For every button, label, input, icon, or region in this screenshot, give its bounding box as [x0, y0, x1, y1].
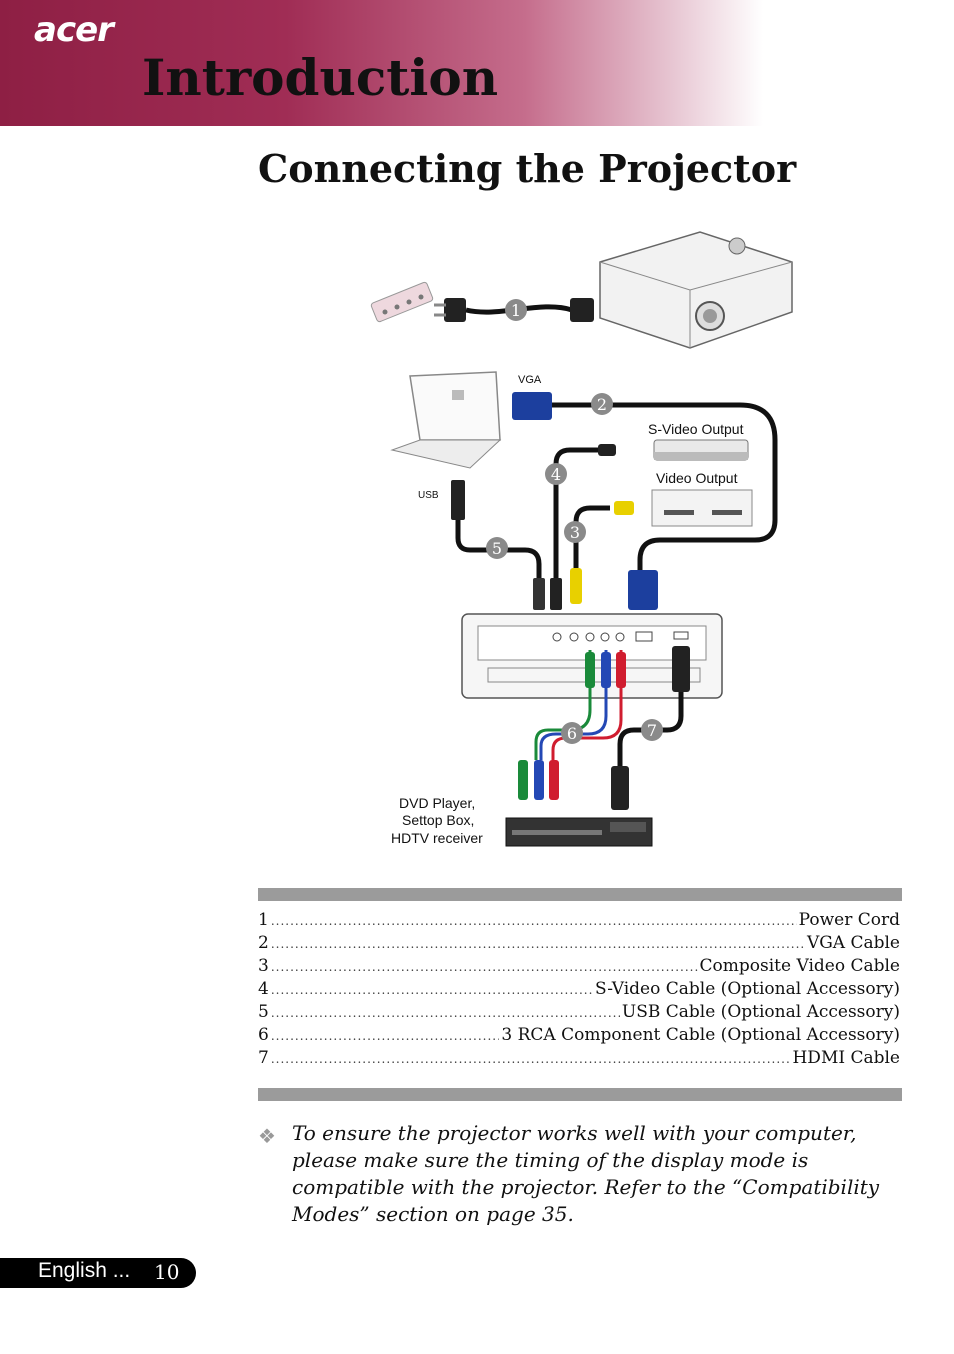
callout-7-label: 7 [647, 721, 657, 740]
power-strip-icon [370, 281, 434, 323]
dvd-player-icon [505, 817, 653, 847]
vga-label: VGA [518, 374, 542, 386]
legend-item: 63 RCA Component Cable (Optional Accesso… [258, 1025, 900, 1048]
legend-item: 3Composite Video Cable [258, 956, 900, 979]
vga-connector-icon [512, 392, 552, 420]
dvd-label-line1: DVD Player, [399, 795, 476, 811]
laptop-icon [390, 371, 502, 469]
callout-4-icon [545, 463, 567, 485]
svideo-device-icon [653, 439, 749, 461]
legend-item: 7HDMI Cable [258, 1048, 900, 1071]
usb-label: USB [418, 490, 439, 501]
callout-3-icon [564, 521, 586, 543]
projector-icon [599, 231, 793, 349]
callout-4-label: 4 [551, 465, 561, 484]
svideo-output-label: S-Video Output [648, 421, 744, 437]
legend-item: 5USB Cable (Optional Accessory) [258, 1002, 900, 1025]
page-title: Connecting the Projector [258, 146, 797, 191]
footer-bar [0, 1258, 196, 1288]
dvd-label-line2: Settop Box, [402, 812, 475, 828]
diamond-bullet-icon: ❖ [258, 1124, 276, 1148]
video-device-icon [651, 489, 753, 527]
page-number: 10 [154, 1260, 180, 1284]
callout-6-label: 6 [567, 724, 577, 743]
footer-language: English ... [38, 1259, 131, 1282]
callout-6-icon [561, 722, 583, 744]
note-text: To ensure the projector works well with … [292, 1121, 880, 1226]
legend-item: 2VGA Cable [258, 933, 900, 956]
dvd-label-line3: HDTV receiver [391, 830, 483, 846]
callout-2-label: 2 [597, 395, 607, 414]
video-output-label: Video Output [656, 470, 738, 486]
callout-7-icon [641, 719, 663, 741]
cable-legend: 1Power Cord 2VGA Cable 3Composite Video … [258, 910, 900, 1071]
legend-item: 4S-Video Cable (Optional Accessory) [258, 979, 900, 1002]
chapter-title: Introduction [142, 48, 499, 107]
callout-1-label: 1 [511, 301, 521, 320]
divider-bottom [258, 1088, 902, 1101]
vga-projector-connector-icon [628, 570, 658, 610]
acer-logo: acer [34, 10, 114, 50]
divider-top [258, 888, 902, 901]
callout-3-label: 3 [570, 523, 580, 542]
callout-5-label: 5 [492, 539, 502, 558]
callout-2-icon [591, 393, 613, 415]
connection-diagram: 1 2 3 4 5 6 7 [370, 231, 793, 847]
callout-5-icon [486, 537, 508, 559]
callout-1-icon [505, 299, 527, 321]
legend-item: 1Power Cord [258, 910, 900, 933]
header-banner [0, 0, 954, 126]
